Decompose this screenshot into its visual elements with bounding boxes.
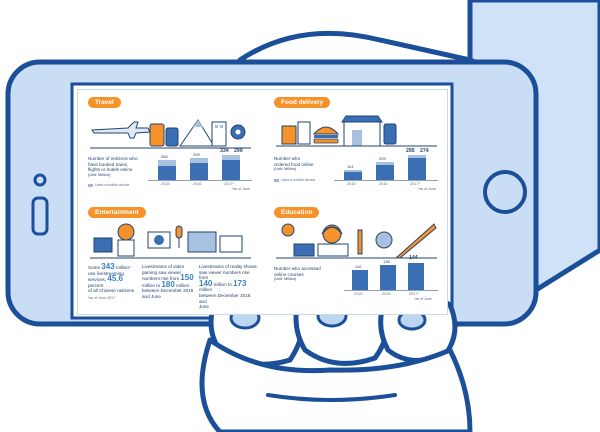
education-value-2015: 110 xyxy=(355,264,362,269)
travel-caption-3: flights or hotels online xyxy=(88,167,133,173)
phone-screen: Travel Number of netizens who have booke… xyxy=(77,89,448,315)
person-icon xyxy=(117,223,135,257)
gaming-start-number: 150 xyxy=(180,273,194,283)
travel-bar-2016-mobile xyxy=(190,163,208,180)
burger-icon xyxy=(312,126,340,144)
education-bar-2016 xyxy=(380,265,396,290)
headset-icon xyxy=(321,224,343,244)
food-year-2017: 2017* xyxy=(410,182,420,186)
food-bar-2016-mobile xyxy=(376,165,394,180)
travel-unit: (Unit: Million) xyxy=(88,172,111,177)
travel-illustration xyxy=(90,119,251,149)
travel-chart: 260 299 334 299 2015 2016 2017* *as of J… xyxy=(148,148,252,192)
travel-year-2017: 2017* xyxy=(224,182,234,186)
entertainment-percent-number: 45.6 xyxy=(107,274,123,284)
education-caption-1: Number who accessed xyxy=(274,266,321,271)
book-icon xyxy=(293,243,315,257)
travel-tag: Travel xyxy=(88,97,121,108)
globe-icon xyxy=(375,231,393,249)
travel-bar-2017-mobile xyxy=(222,160,240,180)
lightbulb-icon xyxy=(281,223,295,237)
gear-icon xyxy=(230,124,246,140)
ruler-icon xyxy=(394,223,437,259)
education-year-2017: 2017* xyxy=(409,292,419,296)
building-icon xyxy=(211,121,227,147)
travel-year-2016: 2016 xyxy=(193,182,202,186)
entertainment-illustration xyxy=(90,223,251,259)
food-caption-2: ordered food online xyxy=(274,161,314,167)
education-chart: 110 138 144 2015 2016 2017* *as of June xyxy=(344,255,438,302)
food-year-2016: 2016 xyxy=(379,182,388,186)
food-value-2017-total: 295 xyxy=(406,148,415,154)
food-footnote: *as of June xyxy=(418,187,436,191)
food-chart: 114 209 295 274 2015 2016 2017* *as of J… xyxy=(334,148,438,192)
education-bar-2015 xyxy=(352,270,368,290)
airplane-icon xyxy=(91,121,151,139)
travel-legend: Used a mobile device xyxy=(88,183,129,187)
food-year-2015: 2015 xyxy=(347,182,356,186)
food-bar-2015-mobile xyxy=(344,172,362,180)
travel-value-2015: 260 xyxy=(161,154,168,159)
education-panel: Education Number who accessed online cou… xyxy=(268,204,443,310)
education-caption-2: online courses xyxy=(274,271,304,277)
food-legend: Used a mobile device xyxy=(274,178,315,182)
mountain-icon xyxy=(179,119,215,147)
entertainment-col-1: Some 343 million* use livestreaming serv… xyxy=(88,262,135,300)
entertainment-col-2: Livestreams of video gaming saw viewer n… xyxy=(142,264,194,299)
camera-icon xyxy=(147,231,171,249)
shop-icon xyxy=(341,115,383,147)
food-value-2017-mobile: 274 xyxy=(420,148,429,154)
education-footnote: *as of June xyxy=(414,297,432,301)
education-tag: Education xyxy=(274,207,320,218)
education-year-2016: 2016 xyxy=(382,292,391,296)
travel-footnote: *as of June xyxy=(232,187,250,191)
education-bar-2017 xyxy=(408,263,424,290)
travel-panel: Travel Number of netizens who have booke… xyxy=(82,94,257,200)
food-unit: (Unit: Million) xyxy=(274,167,297,172)
microphone-icon xyxy=(175,225,183,248)
phone-icon xyxy=(383,123,397,145)
travel-value-2016: 299 xyxy=(193,152,200,157)
food-value-2015: 114 xyxy=(347,164,354,169)
education-value-2016: 138 xyxy=(383,259,390,264)
gaming-end-number: 180 xyxy=(161,279,175,289)
food-bar-2017-mobile xyxy=(408,158,426,180)
travel-value-2017-total: 334 xyxy=(220,148,229,154)
reality-end-number: 173 xyxy=(233,278,247,288)
suitcase-icon xyxy=(149,123,179,147)
entertainment-panel: Entertainment Some 343 million* use live… xyxy=(82,204,257,310)
entertainment-users-number: 343 xyxy=(101,262,115,271)
entertainment-col-3: Livestreams of reality shows saw viewer … xyxy=(199,264,257,310)
travel-caption-1: Number of netizens who xyxy=(88,156,138,161)
entertainment-tag: Entertainment xyxy=(88,207,146,218)
education-unit: (Unit: Million) xyxy=(274,277,297,282)
food-caption-1: Number who xyxy=(274,156,301,161)
education-value-2017: 144 xyxy=(409,255,418,261)
education-illustration xyxy=(276,223,437,259)
reality-start-number: 140 xyxy=(199,278,213,288)
food-panel: Food delivery Number who ordered food on… xyxy=(268,94,443,200)
travel-bar-2015-mobile xyxy=(158,166,176,180)
food-value-2016: 209 xyxy=(379,156,386,161)
food-tag: Food delivery xyxy=(274,97,331,108)
pencil-icon xyxy=(357,229,363,255)
travel-caption-2: have booked trains, xyxy=(88,161,129,167)
education-year-2015: 2015 xyxy=(354,292,363,296)
food-illustration xyxy=(276,115,437,147)
travel-year-2015: 2015 xyxy=(161,182,170,186)
travel-value-2017-mobile: 299 xyxy=(234,148,243,154)
